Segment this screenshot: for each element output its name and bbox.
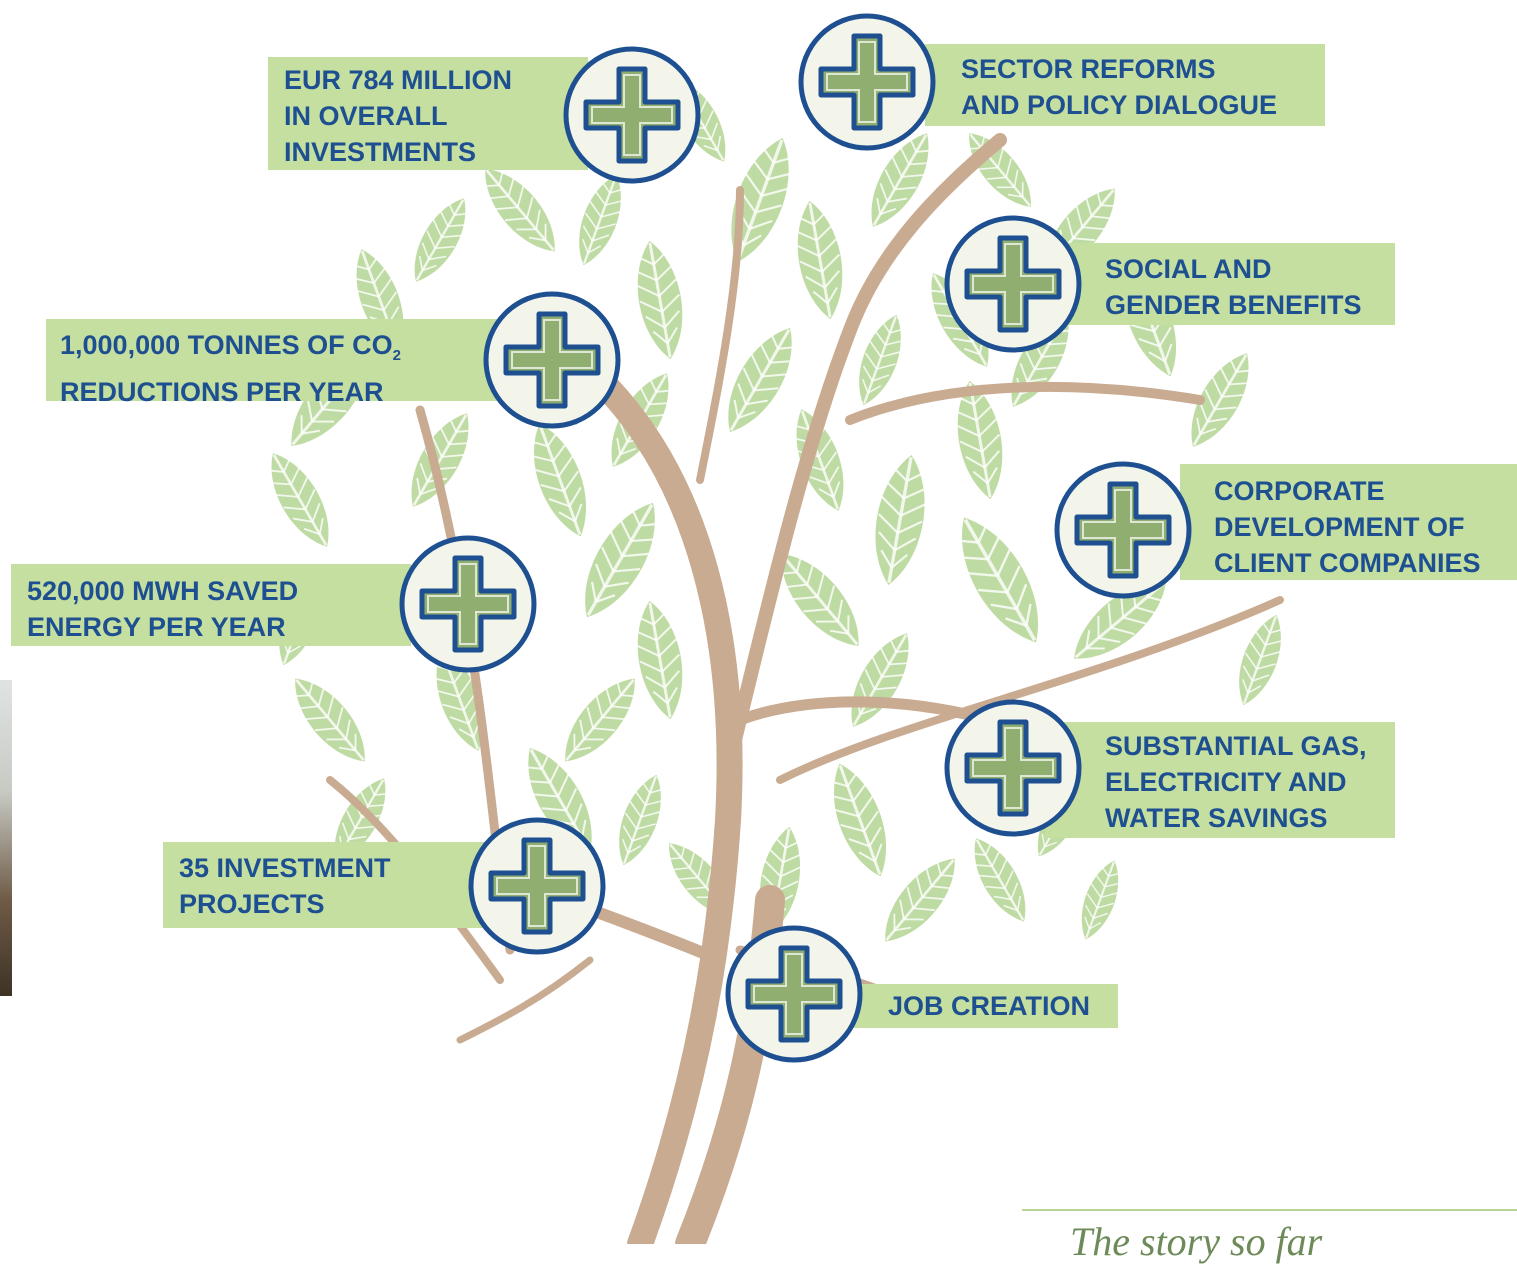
label-projects-line-1: 35 INVESTMENT xyxy=(179,853,391,883)
label-savings-line-3: WATER SAVINGS xyxy=(1105,803,1328,833)
label-co2-line-2: REDUCTIONS PER YEAR xyxy=(60,377,384,407)
leaf-shape xyxy=(606,767,674,873)
photo-edge xyxy=(0,680,12,996)
leaf-shape xyxy=(400,188,480,292)
label-projects-line-2: PROJECTS xyxy=(179,889,325,919)
leaf-shape xyxy=(818,754,902,886)
leaf-shape xyxy=(469,155,571,265)
leaf-shape xyxy=(1226,607,1294,713)
label-co2-line-1: 1,000,000 TONNES OF CO2 xyxy=(60,327,516,374)
label-investments: EUR 784 MILLION IN OVERALL INVESTMENTS xyxy=(268,57,588,170)
label-energy: 520,000 MWH SAVED ENERGY PER YEAR xyxy=(11,564,411,646)
label-energy-line-1: 520,000 MWH SAVED xyxy=(27,576,299,606)
plus-icon xyxy=(797,12,937,152)
leaf-shape xyxy=(1070,854,1130,946)
leaf-shape xyxy=(864,449,936,591)
label-job-creation-line-1: JOB CREATION xyxy=(888,991,1091,1021)
label-corporate-line-1: CORPORATE xyxy=(1214,476,1385,506)
plus-icon xyxy=(467,816,607,956)
label-social-line-2: GENDER BENEFITS xyxy=(1105,290,1362,320)
label-corporate: CORPORATE DEVELOPMENT OF CLIENT COMPANIE… xyxy=(1180,464,1517,580)
leaf-shape xyxy=(255,442,345,558)
leaf-shape xyxy=(518,414,602,546)
label-sector-reforms-line-2: AND POLICY DIALOGUE xyxy=(961,90,1278,120)
label-sector-reforms-line-1: SECTOR REFORMS xyxy=(961,54,1216,84)
leaf-shape xyxy=(940,503,1060,657)
label-savings-line-1: SUBSTANTIAL GAS, xyxy=(1105,731,1367,761)
label-projects: 35 INVESTMENT PROJECTS xyxy=(163,842,493,928)
footer-rule xyxy=(1022,1209,1517,1211)
plus-icon xyxy=(943,214,1083,354)
leaf-shape xyxy=(549,665,651,775)
tree-trunk xyxy=(326,133,1284,1244)
plus-icon xyxy=(398,534,538,674)
label-corporate-line-3: CLIENT COMPANIES xyxy=(1214,548,1481,578)
leaf-shape xyxy=(627,235,693,365)
leaf-shape xyxy=(960,828,1040,932)
plus-icon xyxy=(943,698,1083,838)
label-corporate-line-2: DEVELOPMENT OF xyxy=(1214,512,1465,542)
label-sector-reforms: SECTOR REFORMS AND POLICY DIALOGUE xyxy=(925,44,1325,126)
label-energy-line-2: ENERGY PER YEAR xyxy=(27,612,286,642)
plus-icon xyxy=(562,45,702,185)
plus-icon xyxy=(482,290,622,430)
footer-title: The story so far xyxy=(1070,1219,1323,1264)
leaf-shape xyxy=(869,845,971,955)
leaf-shape xyxy=(279,665,381,775)
label-co2-main: 1,000,000 TONNES OF CO xyxy=(60,330,393,360)
label-savings-line-2: ELECTRICITY AND xyxy=(1105,767,1347,797)
label-investments-line-2: IN OVERALL xyxy=(284,101,448,131)
leaf-shape xyxy=(714,128,806,272)
label-savings: SUBSTANTIAL GAS, ELECTRICITY AND WATER S… xyxy=(1045,722,1395,838)
plus-icon xyxy=(724,924,864,1064)
label-social-line-1: SOCIAL AND xyxy=(1105,254,1272,284)
label-social: SOCIAL AND GENDER BENEFITS xyxy=(1055,243,1395,325)
leaf-shape xyxy=(787,195,853,325)
label-co2-subscript: 2 xyxy=(392,347,401,364)
label-investments-line-1: EUR 784 MILLION xyxy=(284,65,513,95)
label-co2: 1,000,000 TONNES OF CO2 REDUCTIONS PER Y… xyxy=(46,319,516,407)
plus-icon xyxy=(1053,460,1193,600)
leaf-shape xyxy=(627,595,693,725)
label-investments-line-3: INVESTMENTS xyxy=(284,137,477,167)
